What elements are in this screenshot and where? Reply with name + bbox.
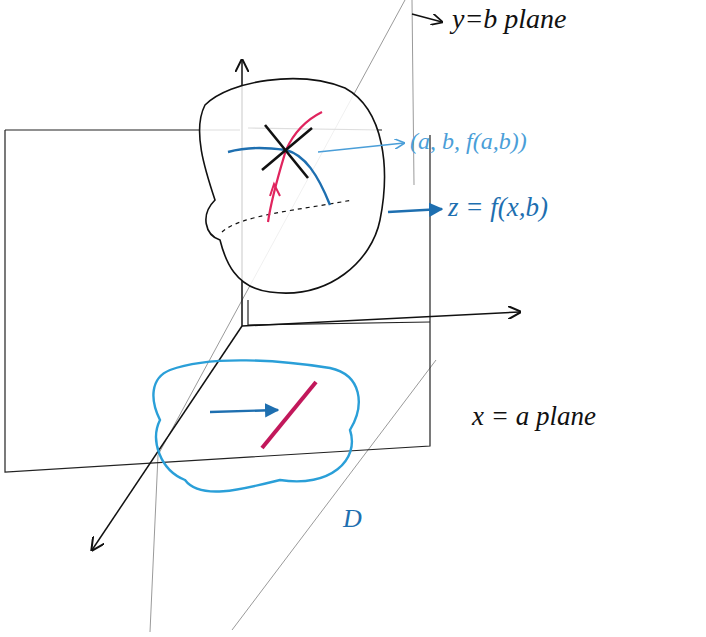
domain (153, 360, 358, 491)
x-plane (150, 0, 436, 632)
leader (412, 14, 442, 22)
surface (200, 79, 385, 293)
leader (318, 143, 404, 152)
y-direction (262, 382, 316, 448)
plane-label: x = a plane (472, 402, 596, 432)
tangent-cross (262, 125, 312, 178)
leader (388, 209, 442, 212)
x-trace-arrow (270, 184, 280, 196)
x-trace (268, 112, 322, 222)
x-direction (210, 410, 278, 412)
curve-label: z = f(x,b) (448, 193, 548, 223)
trace-dashed (222, 200, 352, 232)
point-label: (a, b, f(a,b)) (410, 128, 527, 154)
domain-label: D (343, 505, 362, 534)
plane-label: y=b plane (452, 4, 567, 35)
